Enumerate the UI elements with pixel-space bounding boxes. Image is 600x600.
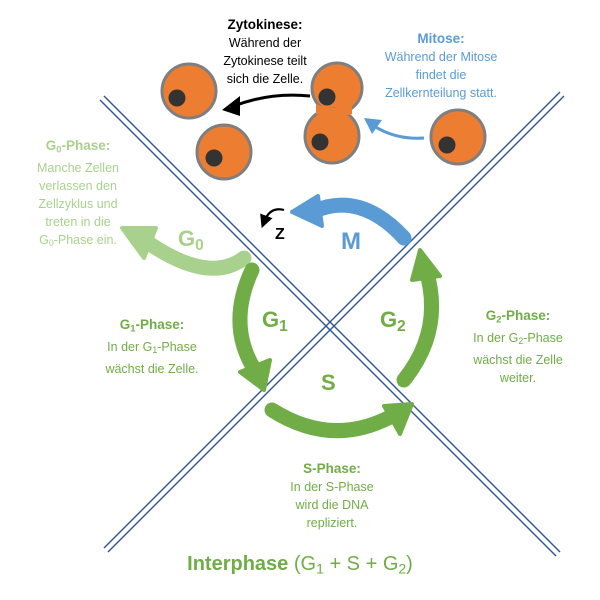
- g2-phase-line-1: In der G2-Phase: [473, 331, 563, 347]
- g0-phase-text: G0-Phase: Manche Zellen verlassen den Ze…: [8, 137, 148, 253]
- cytokinesis-arrow: [222, 93, 311, 116]
- diagonal-line-1: [99, 95, 561, 557]
- s-phase-line-2: wird die DNA: [295, 498, 369, 512]
- g2-phase-text: G2-Phase: In der G2-Phase wächst die Zel…: [448, 307, 588, 387]
- zytokinese-text: Zytokinese: Während der Zytokinese teilt…: [190, 16, 340, 88]
- g0-phase-line-2: verlassen den: [39, 179, 117, 194]
- g1-phase-line-2: wächst die Zelle.: [105, 361, 199, 376]
- mitose-text: Mitose: Während der Mitose findet die Ze…: [366, 30, 516, 102]
- z-phase-arrow: [260, 208, 285, 229]
- mitose-title: Mitose:: [417, 31, 465, 46]
- zytokinese-line-3: sich die Zelle.: [226, 72, 304, 86]
- mitose-line-2: findet die: [415, 68, 467, 82]
- g0-phase-title: G0-Phase:: [45, 138, 111, 156]
- g1-label: G1: [262, 307, 288, 335]
- g0-phase-line-4: treten in die: [45, 215, 111, 230]
- mitose-line-1: Während der Mitose: [384, 50, 498, 64]
- cell-mother: [429, 108, 487, 166]
- g2-phase-line-3: weiter.: [499, 370, 537, 385]
- s-phase-arrow: [264, 402, 414, 439]
- g1-phase-arrow: [232, 262, 272, 392]
- s-phase-line-1: In der S-Phase: [290, 480, 374, 494]
- g2-phase-arrow: [396, 248, 442, 388]
- interphase-formula: (G1 + S + G2): [288, 553, 413, 577]
- g0-phase-line-3: Zellzyklus und: [38, 197, 118, 212]
- g1-phase-line-1: In der G1-Phase: [107, 340, 197, 356]
- g2-phase-title: G2-Phase:: [485, 308, 551, 326]
- s-label: S: [321, 370, 336, 395]
- cell-dividing: [303, 61, 364, 165]
- g1-phase-title: G1-Phase:: [119, 317, 185, 335]
- m-phase-arrow: [290, 194, 412, 246]
- zytokinese-title: Zytokinese:: [227, 17, 303, 32]
- g0-label: G0: [178, 226, 204, 254]
- interphase-caption: Interphase (G1 + S + G2): [0, 553, 600, 577]
- z-label: Z: [275, 226, 285, 243]
- mitose-line-3: Zellkernteilung statt.: [385, 86, 497, 100]
- zytokinese-line-2: Zytokinese teilt: [223, 54, 307, 68]
- diagonal-line-2: [103, 91, 565, 553]
- m-label: M: [341, 228, 361, 255]
- s-phase-line-3: repliziert.: [306, 516, 358, 530]
- mitosis-arrow: [364, 118, 425, 140]
- g0-phase-line-5: G0-Phase ein.: [39, 233, 117, 249]
- cell-daughter-top: [160, 62, 218, 120]
- g0-phase-line-1: Manche Zellen: [37, 161, 119, 176]
- g2-label: G2: [380, 307, 406, 335]
- zytokinese-line-1: Während der: [228, 36, 302, 50]
- s-phase-title: S-Phase:: [303, 461, 361, 476]
- g2-phase-line-2: wächst die Zelle: [473, 352, 563, 367]
- s-phase-text: S-Phase: In der S-Phase wird die DNA rep…: [262, 460, 402, 532]
- interphase-label: Interphase: [187, 553, 289, 575]
- g1-phase-text: G1-Phase: In der G1-Phase wächst die Zel…: [82, 316, 222, 378]
- g0-phase-arrow: [120, 226, 252, 276]
- cell-daughter-bottom: [195, 123, 253, 181]
